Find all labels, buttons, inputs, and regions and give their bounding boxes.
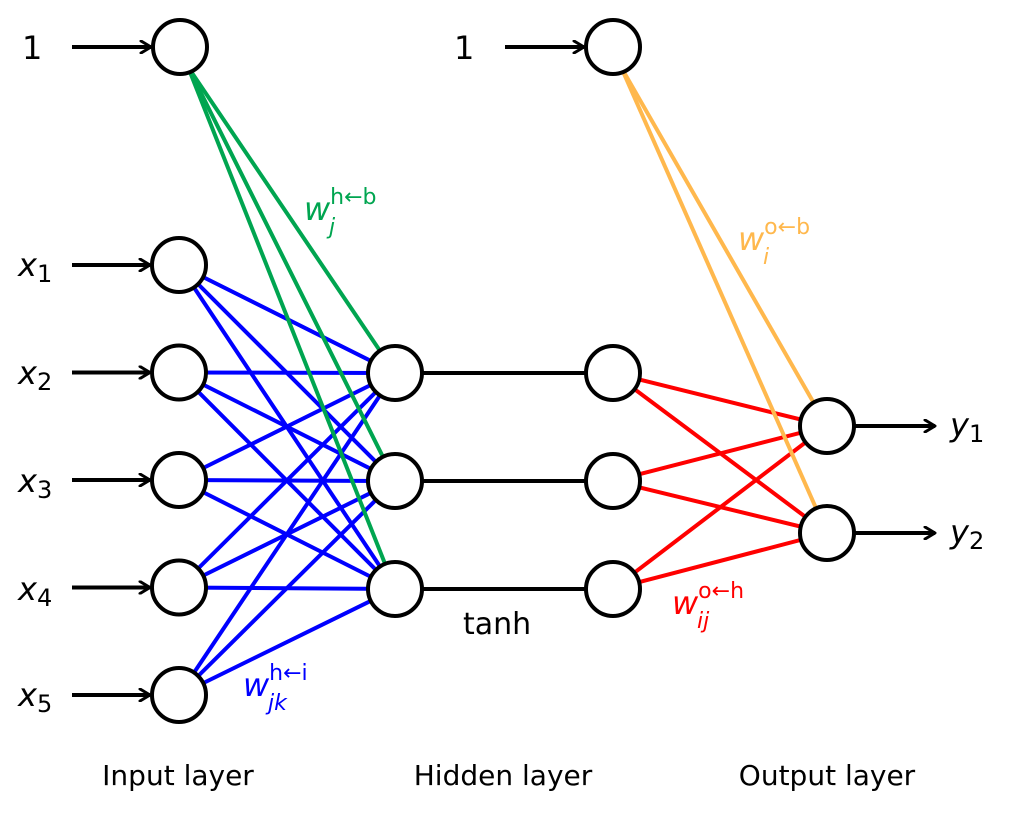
bias-to-hidden-edges bbox=[186, 65, 397, 590]
input-label-x1: x1 bbox=[17, 246, 52, 288]
hidden-bias-label: 1 bbox=[454, 29, 474, 67]
node-hidden1 bbox=[366, 344, 424, 402]
input-bias-label: 1 bbox=[22, 29, 42, 67]
node-activation3 bbox=[584, 560, 642, 618]
activation-label: tanh bbox=[463, 607, 531, 642]
node-input2 bbox=[150, 343, 208, 402]
edge-input5-hidden1 bbox=[177, 371, 397, 697]
edge-bias-hidden2 bbox=[186, 66, 397, 482]
node-input3 bbox=[150, 451, 208, 509]
node-output2 bbox=[798, 504, 856, 562]
input-label-x4: x4 bbox=[17, 570, 52, 612]
layer-label-output: Output layer bbox=[739, 759, 916, 792]
layer-label-input: Input layer bbox=[102, 759, 254, 792]
node-output1 bbox=[798, 397, 856, 455]
hidden-activation-edges bbox=[395, 371, 613, 591]
node-hidden3 bbox=[366, 560, 424, 618]
edge-bias-output2 bbox=[619, 66, 829, 534]
hidden-to-output-edges bbox=[611, 371, 829, 591]
edge-bias-hidden1 bbox=[186, 65, 397, 375]
edge-bias-hidden3 bbox=[186, 66, 397, 590]
node-hidden-bias bbox=[584, 18, 642, 76]
edge-bias-output1 bbox=[619, 66, 829, 427]
node-input5 bbox=[150, 666, 208, 724]
input-to-hidden-edges bbox=[177, 263, 397, 697]
output-label-y2: y2 bbox=[949, 513, 984, 555]
edge-hidden2-output1 bbox=[612, 424, 828, 483]
node-input1 bbox=[150, 236, 208, 294]
output-label-y1: y1 bbox=[949, 406, 984, 448]
node-activation2 bbox=[584, 452, 642, 510]
bias-to-output-edges bbox=[619, 66, 829, 534]
node-hidden2 bbox=[366, 452, 424, 510]
input-label-x5: x5 bbox=[17, 676, 52, 718]
edge-hidden1-output1 bbox=[612, 371, 828, 428]
layer-label-hidden: Hidden layer bbox=[414, 759, 593, 792]
edge-input2-hidden1 bbox=[178, 370, 396, 375]
edge-hidden3-output2 bbox=[612, 531, 828, 591]
nodes bbox=[150, 18, 856, 724]
node-activation1 bbox=[584, 344, 642, 402]
input-label-x3: x3 bbox=[17, 462, 52, 504]
node-input-bias bbox=[151, 18, 209, 76]
input-label-x2: x2 bbox=[17, 354, 52, 396]
input-output-arrows bbox=[72, 47, 935, 695]
edge-input5-hidden3 bbox=[178, 587, 396, 697]
node-input4 bbox=[150, 558, 208, 617]
edge-input5-hidden2 bbox=[177, 479, 397, 697]
edge-input3-hidden1 bbox=[178, 371, 396, 482]
